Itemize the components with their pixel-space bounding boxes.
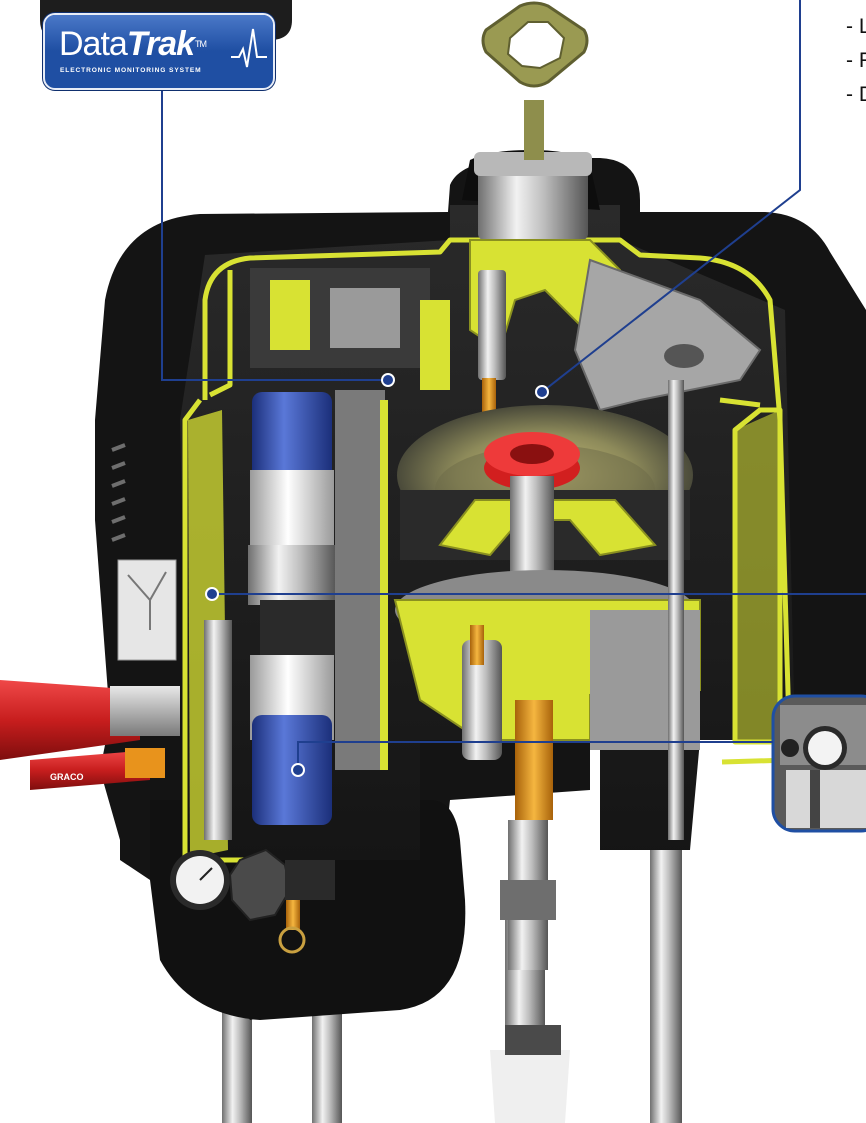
pump-rod-back <box>312 1000 342 1123</box>
pilot-valve-block <box>250 268 450 390</box>
lower-cartridge-stem <box>470 625 484 665</box>
tie-rod-right <box>668 380 684 840</box>
vent-grille <box>111 443 126 542</box>
logo-brand-bold: Trak <box>126 25 195 63</box>
pump-rod-right <box>650 840 682 1123</box>
callout-list-item: - L <box>846 15 866 38</box>
callout-dot-piston <box>535 385 549 399</box>
upper-cartridge <box>478 270 506 380</box>
cutaway-fill-right <box>735 410 780 742</box>
swivel-collar-band <box>474 152 592 176</box>
callout-dot-valve <box>381 373 395 387</box>
logo-brand-light: Data <box>59 25 128 63</box>
pressure-gauge-icon <box>170 850 230 910</box>
coupler <box>500 880 556 920</box>
cylinder-fins <box>335 390 388 770</box>
hose-brand-label: GRACO <box>50 772 84 782</box>
callout-dot-motor <box>205 587 219 601</box>
callout-list: - L - F - D <box>846 10 866 112</box>
pulse-icon <box>231 28 267 68</box>
nameplate-mark <box>127 571 167 630</box>
logo-tagline: ELECTRONIC MONITORING SYSTEM <box>60 67 202 74</box>
bottom-cup <box>490 1050 570 1123</box>
datatrak-logo: DataTrakTM ELECTRONIC MONITORING SYSTEM <box>43 13 275 90</box>
nameplate <box>117 559 177 661</box>
callout-lines <box>161 0 866 770</box>
lower-cartridge <box>462 640 502 760</box>
knob-icon <box>228 848 335 954</box>
callout-dot-knob <box>291 763 305 777</box>
left-valve-stack <box>204 392 380 840</box>
logo-title: DataTrakTM <box>59 25 207 63</box>
cutaway-outline <box>182 237 793 863</box>
callout-list-item: - F <box>846 49 866 72</box>
callout-dots <box>205 373 549 777</box>
callout-list-item: - D <box>846 83 866 106</box>
bracket-bore <box>664 344 704 368</box>
brass-sleeve <box>515 700 553 820</box>
red-seal <box>484 432 580 490</box>
logo-trademark: TM <box>195 39 207 49</box>
lift-ring <box>481 1 589 160</box>
air-hose: GRACO <box>0 680 180 790</box>
upper-cartridge-tip <box>482 378 496 412</box>
upper-bracket <box>573 258 762 412</box>
inset-photo <box>771 694 866 833</box>
bottom-collar <box>505 1025 561 1055</box>
swivel-collar <box>478 165 588 240</box>
